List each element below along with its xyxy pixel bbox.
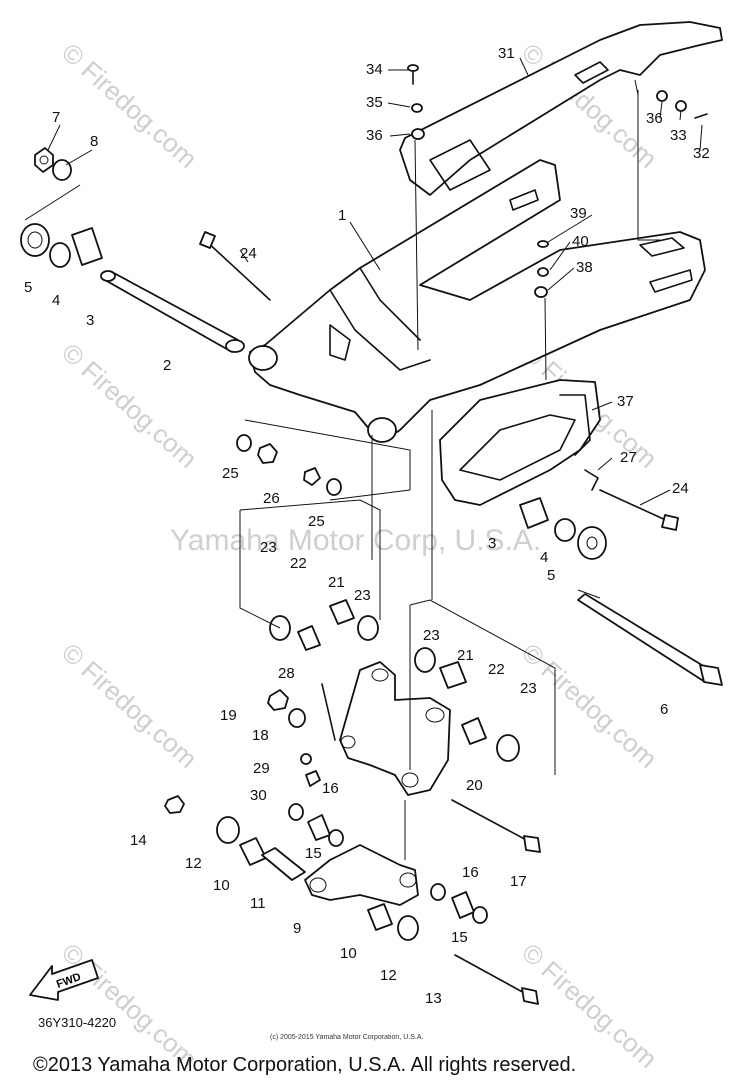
label-5: 5 [24, 279, 32, 296]
label-3: 3 [86, 312, 94, 329]
label-10: 10 [213, 877, 230, 894]
label-11: 11 [250, 895, 266, 912]
label-33: 33 [670, 127, 687, 144]
diagram-code: 36Y310-4220 [38, 1015, 117, 1030]
connecting-rod-9 [304, 844, 419, 906]
small-parts [164, 64, 708, 1005]
label-39: 39 [570, 205, 587, 222]
swingarm-1 [248, 159, 706, 443]
part-labels: 1 2 3 3 4 4 5 5 6 7 8 9 10 10 11 12 12 1… [24, 45, 710, 1007]
label-10b: 10 [340, 945, 357, 962]
label-17: 17 [510, 873, 527, 890]
label-40: 40 [572, 233, 589, 250]
label-15: 15 [305, 845, 322, 862]
label-22b: 22 [488, 661, 505, 678]
label-21: 21 [328, 574, 345, 591]
label-leaders [47, 57, 703, 506]
label-32: 32 [693, 145, 710, 162]
label-7: 7 [52, 109, 60, 126]
chain-case-37 [439, 379, 601, 506]
left-bushings [20, 147, 103, 268]
label-9: 9 [293, 920, 301, 937]
label-25: 25 [222, 465, 239, 482]
label-4b: 4 [540, 549, 548, 566]
small-copyright: (c) 2005-2015 Yamaha Motor Corporation, … [270, 1034, 424, 1041]
label-36: 36 [366, 127, 383, 144]
bolts-24 [199, 231, 679, 531]
watermark-center: Yamaha Motor Corp, U.S.A. [170, 524, 541, 557]
label-16b: 16 [462, 864, 479, 881]
relay-arm-20 [339, 661, 451, 796]
footer-copyright: ©2013 Yamaha Motor Corporation, U.S.A. A… [33, 1054, 577, 1076]
label-12: 12 [185, 855, 202, 872]
right-bushings [519, 497, 723, 686]
label-16: 16 [322, 780, 339, 797]
label-1: 1 [338, 207, 346, 224]
watermark-site-3: © Firedog.com [56, 637, 203, 774]
watermark-site-1: © Firedog.com [56, 37, 203, 174]
leader-lines [24, 79, 660, 860]
label-6: 6 [660, 701, 668, 718]
label-19: 19 [220, 707, 237, 724]
watermarks: Yamaha Motor Corp, U.S.A. © Firedog.com … [56, 37, 663, 1074]
label-28: 28 [278, 665, 295, 682]
label-18: 18 [252, 727, 269, 744]
label-15b: 15 [451, 929, 468, 946]
watermark-site-7: © Firedog.com [516, 637, 663, 774]
label-13: 13 [425, 990, 442, 1007]
label-24b: 24 [672, 480, 689, 497]
label-36b: 36 [646, 110, 663, 127]
label-31: 31 [498, 45, 515, 62]
label-26: 26 [263, 490, 280, 507]
chain-guard-31 [399, 21, 723, 196]
label-27: 27 [620, 449, 637, 466]
label-22: 22 [290, 555, 307, 572]
label-5b: 5 [547, 567, 555, 584]
label-35: 35 [366, 94, 383, 111]
label-14: 14 [130, 832, 147, 849]
label-4: 4 [52, 292, 60, 309]
label-12b: 12 [380, 967, 397, 984]
label-23: 23 [260, 539, 277, 556]
label-8: 8 [90, 133, 98, 150]
label-29: 29 [253, 760, 270, 777]
label-23d: 23 [520, 680, 537, 697]
watermark-site-2: © Firedog.com [56, 337, 203, 474]
label-23b: 23 [354, 587, 371, 604]
label-30: 30 [250, 787, 267, 804]
label-25b: 25 [308, 513, 325, 530]
label-38: 38 [576, 259, 593, 276]
label-23c: 23 [423, 627, 440, 644]
label-20: 20 [466, 777, 483, 794]
label-2: 2 [163, 357, 171, 374]
label-3b: 3 [488, 535, 496, 552]
label-21b: 21 [457, 647, 474, 664]
label-37: 37 [617, 393, 634, 410]
pivot-shaft-2 [100, 270, 245, 353]
label-24: 24 [240, 245, 257, 262]
label-34: 34 [366, 61, 383, 78]
fwd-arrow-icon: FWD [29, 959, 99, 1001]
